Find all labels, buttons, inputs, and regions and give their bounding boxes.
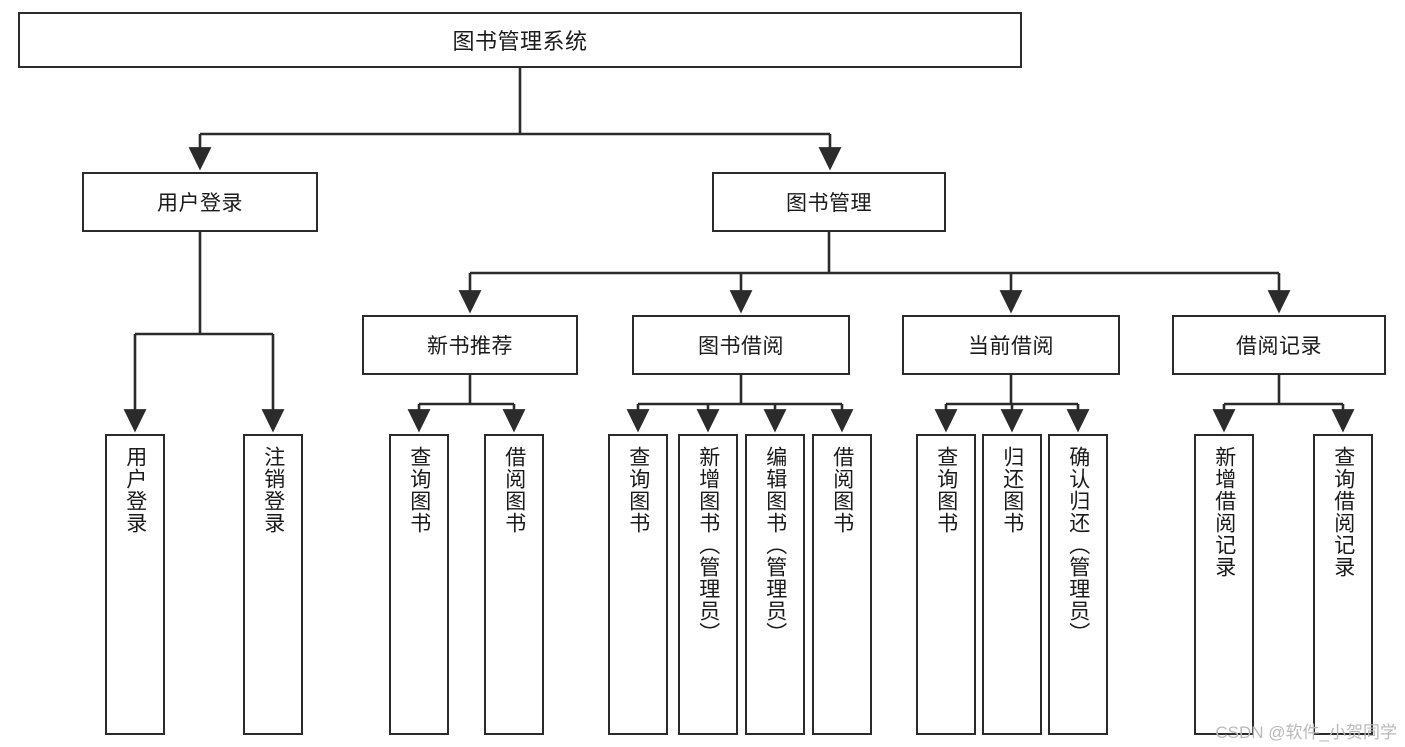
node-new-book-recommend[interactable]: 新书推荐 (362, 315, 578, 375)
node-book-manage-label: 图书管理 (786, 192, 872, 215)
node-leaf-user-login-label: 用户登录 (123, 446, 147, 534)
node-leaf-confirm-return-label: 确认归还（管理员） (1066, 446, 1090, 644)
node-current-borrow[interactable]: 当前借阅 (902, 315, 1120, 375)
node-leaf-query-book-3-label: 查询图书 (934, 446, 958, 534)
watermark: CSDN @软件_小贺同学 (1215, 723, 1397, 742)
node-leaf-user-login[interactable]: 用户登录 (105, 434, 165, 735)
node-leaf-add-book[interactable]: 新增图书（管理员） (678, 434, 738, 735)
node-leaf-borrow-book-2-label: 借阅图书 (830, 446, 854, 534)
node-leaf-logout[interactable]: 注销登录 (243, 434, 303, 735)
node-leaf-query-book-2[interactable]: 查询图书 (608, 434, 668, 735)
node-leaf-edit-book-label: 编辑图书（管理员） (763, 446, 787, 644)
node-leaf-borrow-book-2[interactable]: 借阅图书 (812, 434, 872, 735)
node-root-label: 图书管理系统 (452, 29, 588, 54)
node-book-borrow-label: 图书借阅 (698, 335, 784, 358)
node-user-login[interactable]: 用户登录 (82, 172, 318, 232)
node-leaf-add-record[interactable]: 新增借阅记录 (1194, 434, 1254, 735)
node-book-borrow[interactable]: 图书借阅 (632, 315, 850, 375)
node-leaf-add-record-label: 新增借阅记录 (1212, 446, 1236, 578)
node-user-login-label: 用户登录 (157, 192, 243, 215)
node-leaf-borrow-book-1-label: 借阅图书 (502, 446, 526, 534)
node-borrow-record[interactable]: 借阅记录 (1172, 315, 1386, 375)
node-leaf-query-book-3[interactable]: 查询图书 (916, 434, 976, 735)
node-leaf-confirm-return[interactable]: 确认归还（管理员） (1048, 434, 1108, 735)
node-leaf-return-book[interactable]: 归还图书 (982, 434, 1042, 735)
node-leaf-query-book-2-label: 查询图书 (626, 446, 650, 534)
node-leaf-add-book-label: 新增图书（管理员） (696, 446, 720, 644)
node-root[interactable]: 图书管理系统 (18, 12, 1022, 68)
node-current-borrow-label: 当前借阅 (968, 335, 1054, 358)
node-new-book-recommend-label: 新书推荐 (427, 335, 513, 358)
node-leaf-edit-book[interactable]: 编辑图书（管理员） (745, 434, 805, 735)
node-leaf-query-book-1-label: 查询图书 (407, 446, 431, 534)
node-borrow-record-label: 借阅记录 (1236, 335, 1322, 358)
node-leaf-query-record-label: 查询借阅记录 (1331, 446, 1355, 578)
node-leaf-logout-label: 注销登录 (261, 446, 285, 534)
node-book-manage[interactable]: 图书管理 (712, 172, 946, 232)
node-leaf-query-record[interactable]: 查询借阅记录 (1313, 434, 1373, 735)
node-leaf-query-book-1[interactable]: 查询图书 (389, 434, 449, 735)
node-leaf-borrow-book-1[interactable]: 借阅图书 (484, 434, 544, 735)
node-leaf-return-book-label: 归还图书 (1000, 446, 1024, 534)
